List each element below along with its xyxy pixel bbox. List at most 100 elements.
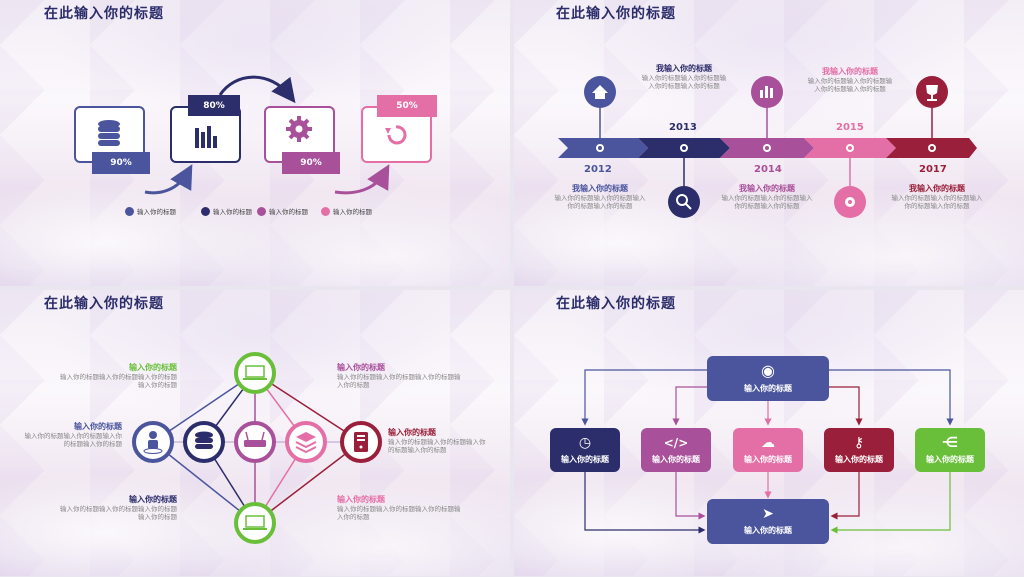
- year-label: 2015: [836, 122, 864, 133]
- node-label-bottom-left: 输入你的标题 输入你的标题输入你的标题输入你的标题输入你的标题: [55, 494, 177, 521]
- node-label-head: 输入你的标题: [337, 495, 385, 504]
- node-label-head: 输入你的标题: [129, 363, 177, 372]
- code-icon: </>: [663, 435, 689, 450]
- year-label: 2013: [669, 122, 697, 133]
- slide-panel-1[interactable]: 在此输入你的标题: [0, 0, 510, 286]
- node-label-right: 输入你的标题 输入你的标题输入你的标题输入你的标题输入你的标题: [388, 427, 488, 454]
- middle-node-label: 输入你的标题: [926, 454, 974, 464]
- page-title: 在此输入你的标题: [44, 296, 164, 312]
- node-label-body: 输入你的标题输入你的标题输入你的标题输入你的标题: [24, 432, 123, 448]
- node-label-top-left: 输入你的标题 输入你的标题输入你的标题输入你的标题输入你的标题: [55, 362, 177, 389]
- milestone-body: 输入你的标题输入你的标题输入你的标题输入你的标题: [807, 77, 893, 93]
- bar-chart-icon: [195, 126, 217, 148]
- node-label-body: 输入你的标题输入你的标题输入你的标题输入你的标题: [337, 373, 461, 389]
- clock-icon: ◷: [578, 434, 592, 451]
- gear-icon: [286, 116, 312, 142]
- year-label: 2014: [754, 164, 782, 175]
- node-label-head: 输入你的标题: [388, 428, 436, 437]
- milestone-body: 输入你的标题输入你的标题输入你的标题输入你的标题: [891, 194, 983, 210]
- progress-badge-4: 50%: [377, 95, 437, 117]
- search-icon: [668, 144, 700, 218]
- top-node[interactable]: ◉ 输入你的标题: [707, 356, 829, 401]
- milestone-head: 我输入你的标题: [822, 67, 878, 76]
- slide-panel-2[interactable]: 在此输入你的标题: [514, 0, 1024, 286]
- progress-badge-3: 90%: [282, 152, 340, 174]
- middle-node-label: 输入你的标题: [744, 454, 792, 464]
- slide-panel-3[interactable]: 在此输入你的标题: [0, 290, 510, 576]
- middle-node-3[interactable]: ☁ 输入你的标题: [733, 428, 803, 472]
- milestone-head: 我输入你的标题: [909, 184, 965, 193]
- settings-icon: [834, 144, 866, 218]
- page-title: 在此输入你的标题: [44, 6, 164, 22]
- middle-node-5[interactable]: ⋲ 输入你的标题: [915, 428, 985, 472]
- top-node-label: 输入你的标题: [744, 384, 792, 393]
- refresh-icon: [385, 125, 407, 145]
- node-label-body: 输入你的标题输入你的标题输入你的标题输入你的标题: [337, 505, 461, 521]
- legend-item-1: 输入你的标题: [125, 206, 176, 216]
- page-title: 在此输入你的标题: [556, 6, 676, 22]
- key-icon: ⚷: [853, 434, 865, 451]
- legend-dot: [125, 206, 134, 216]
- milestone-2013: 我输入你的标题 输入你的标题输入你的标题输入你的标题输入你的标题: [640, 63, 728, 90]
- legend-label: 输入你的标题: [213, 208, 252, 216]
- middle-node-4[interactable]: ⚷ 输入你的标题: [824, 428, 894, 472]
- laptop-icon: [234, 352, 276, 394]
- progress-badge-1: 90%: [92, 152, 150, 174]
- node-label-head: 输入你的标题: [337, 363, 385, 372]
- node-label-body: 输入你的标题输入你的标题输入你的标题输入你的标题: [60, 373, 177, 389]
- milestone-body: 输入你的标题输入你的标题输入你的标题输入你的标题: [721, 194, 813, 210]
- server-icon: [340, 421, 382, 463]
- middle-node-label: 输入你的标题: [561, 454, 609, 464]
- middle-node-label: 输入你的标题: [835, 454, 883, 464]
- milestone-head: 我输入你的标题: [572, 184, 628, 193]
- legend-label: 输入你的标题: [137, 208, 176, 216]
- trophy-icon: [916, 76, 948, 152]
- chart-icon: [751, 76, 783, 152]
- router-icon: [234, 421, 276, 463]
- milestone-2014: 我输入你的标题 输入你的标题输入你的标题输入你的标题输入你的标题: [720, 183, 814, 210]
- cloud-upload-icon: ☁: [761, 434, 775, 451]
- slide-panel-4[interactable]: 在此输入你的标题: [514, 290, 1024, 576]
- bottom-node-label: 输入你的标题: [744, 526, 792, 535]
- progress-badge-2: 80%: [188, 95, 240, 116]
- timeline-diagram: [558, 76, 977, 218]
- legend-item-3: 输入你的标题: [257, 206, 308, 216]
- middle-node-2[interactable]: </> 输入你的标题: [641, 428, 711, 472]
- database-icon: [98, 120, 120, 146]
- legend-dot: [321, 206, 330, 216]
- legend-label: 输入你的标题: [269, 208, 308, 216]
- home-icon: [584, 76, 616, 152]
- milestone-body: 输入你的标题输入你的标题输入你的标题输入你的标题: [641, 74, 727, 90]
- legend-dot: [201, 206, 210, 216]
- middle-node-1[interactable]: ◷ 输入你的标题: [550, 428, 620, 472]
- middle-node-label: 输入你的标题: [652, 454, 700, 464]
- node-label-body: 输入你的标题输入你的标题输入你的标题输入你的标题: [388, 438, 486, 454]
- page-title: 在此输入你的标题: [556, 296, 676, 312]
- milestone-2017: 我输入你的标题 输入你的标题输入你的标题输入你的标题输入你的标题: [890, 183, 984, 210]
- bottom-node[interactable]: ➤ 输入你的标题: [707, 499, 829, 544]
- network-diagram: [132, 352, 382, 544]
- milestone-body: 输入你的标题输入你的标题输入你的标题输入你的标题: [554, 194, 646, 210]
- user-icon: [132, 421, 174, 463]
- milestone-head: 我输入你的标题: [739, 184, 795, 193]
- year-label: 2012: [584, 164, 612, 175]
- arrow-curve-1: [144, 164, 193, 195]
- year-label: 2017: [919, 164, 947, 175]
- node-label-top-right: 输入你的标题 输入你的标题输入你的标题输入你的标题输入你的标题: [337, 362, 461, 389]
- layers-icon: [285, 421, 327, 463]
- eye-icon: ◉: [761, 361, 775, 380]
- send-icon: ➤: [762, 506, 774, 522]
- laptop-icon: [234, 502, 276, 544]
- share-icon: ⋲: [941, 434, 959, 451]
- legend-label: 输入你的标题: [333, 208, 372, 216]
- milestone-2015: 我输入你的标题 输入你的标题输入你的标题输入你的标题输入你的标题: [806, 66, 894, 93]
- legend-item-2: 输入你的标题: [201, 206, 252, 216]
- database-icon: [183, 421, 225, 463]
- legend-item-4: 输入你的标题: [321, 206, 372, 216]
- milestone-2012: 我输入你的标题 输入你的标题输入你的标题输入你的标题输入你的标题: [554, 183, 646, 210]
- node-label-head: 输入你的标题: [74, 422, 122, 431]
- node-label-body: 输入你的标题输入你的标题输入你的标题输入你的标题: [60, 505, 177, 521]
- flow-diagram: [74, 75, 432, 195]
- node-label-left: 输入你的标题 输入你的标题输入你的标题输入你的标题输入你的标题: [22, 421, 123, 448]
